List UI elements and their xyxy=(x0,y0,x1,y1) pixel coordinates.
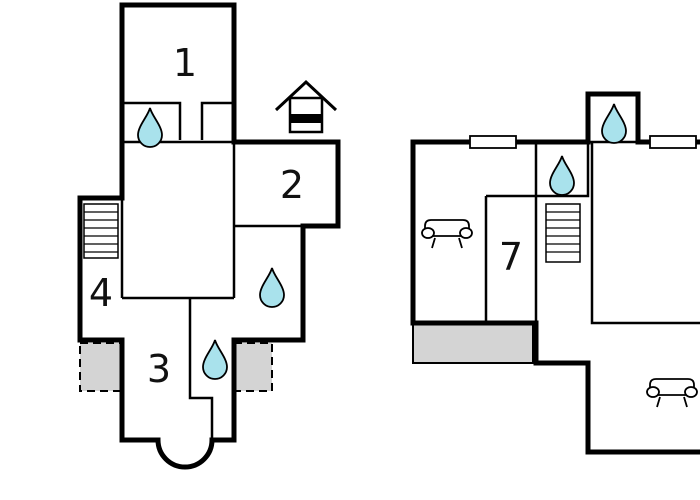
room-label-4: 4 xyxy=(89,271,113,315)
room-label-7: 7 xyxy=(499,235,523,279)
house-icon xyxy=(274,79,338,134)
water-drop-icon xyxy=(549,155,575,196)
window xyxy=(649,135,697,149)
staircase-icon xyxy=(83,203,119,259)
interior-walls-right-plan xyxy=(484,140,700,325)
room-label-2: 2 xyxy=(280,163,304,207)
outer-wall-left-plan xyxy=(77,2,341,470)
staircase-icon xyxy=(545,203,581,263)
right-floor-plan: 7 xyxy=(410,91,700,455)
terrace-left xyxy=(79,342,123,392)
outer-wall-right-plan xyxy=(410,91,700,455)
sofa-icon xyxy=(646,378,698,408)
left-floor-plan: 1 2 3 4 xyxy=(77,2,341,470)
water-drop-icon xyxy=(259,267,285,308)
terrace-right xyxy=(233,342,273,392)
water-drop-icon xyxy=(601,103,627,144)
water-drop-icon xyxy=(137,107,163,148)
room-label-1: 1 xyxy=(173,41,197,85)
interior-walls-left-plan xyxy=(120,101,303,440)
terrace-bottom xyxy=(412,322,534,364)
water-drop-icon xyxy=(202,339,228,380)
room-label-3: 3 xyxy=(147,347,171,391)
window xyxy=(469,135,517,149)
sofa-icon xyxy=(421,219,473,249)
